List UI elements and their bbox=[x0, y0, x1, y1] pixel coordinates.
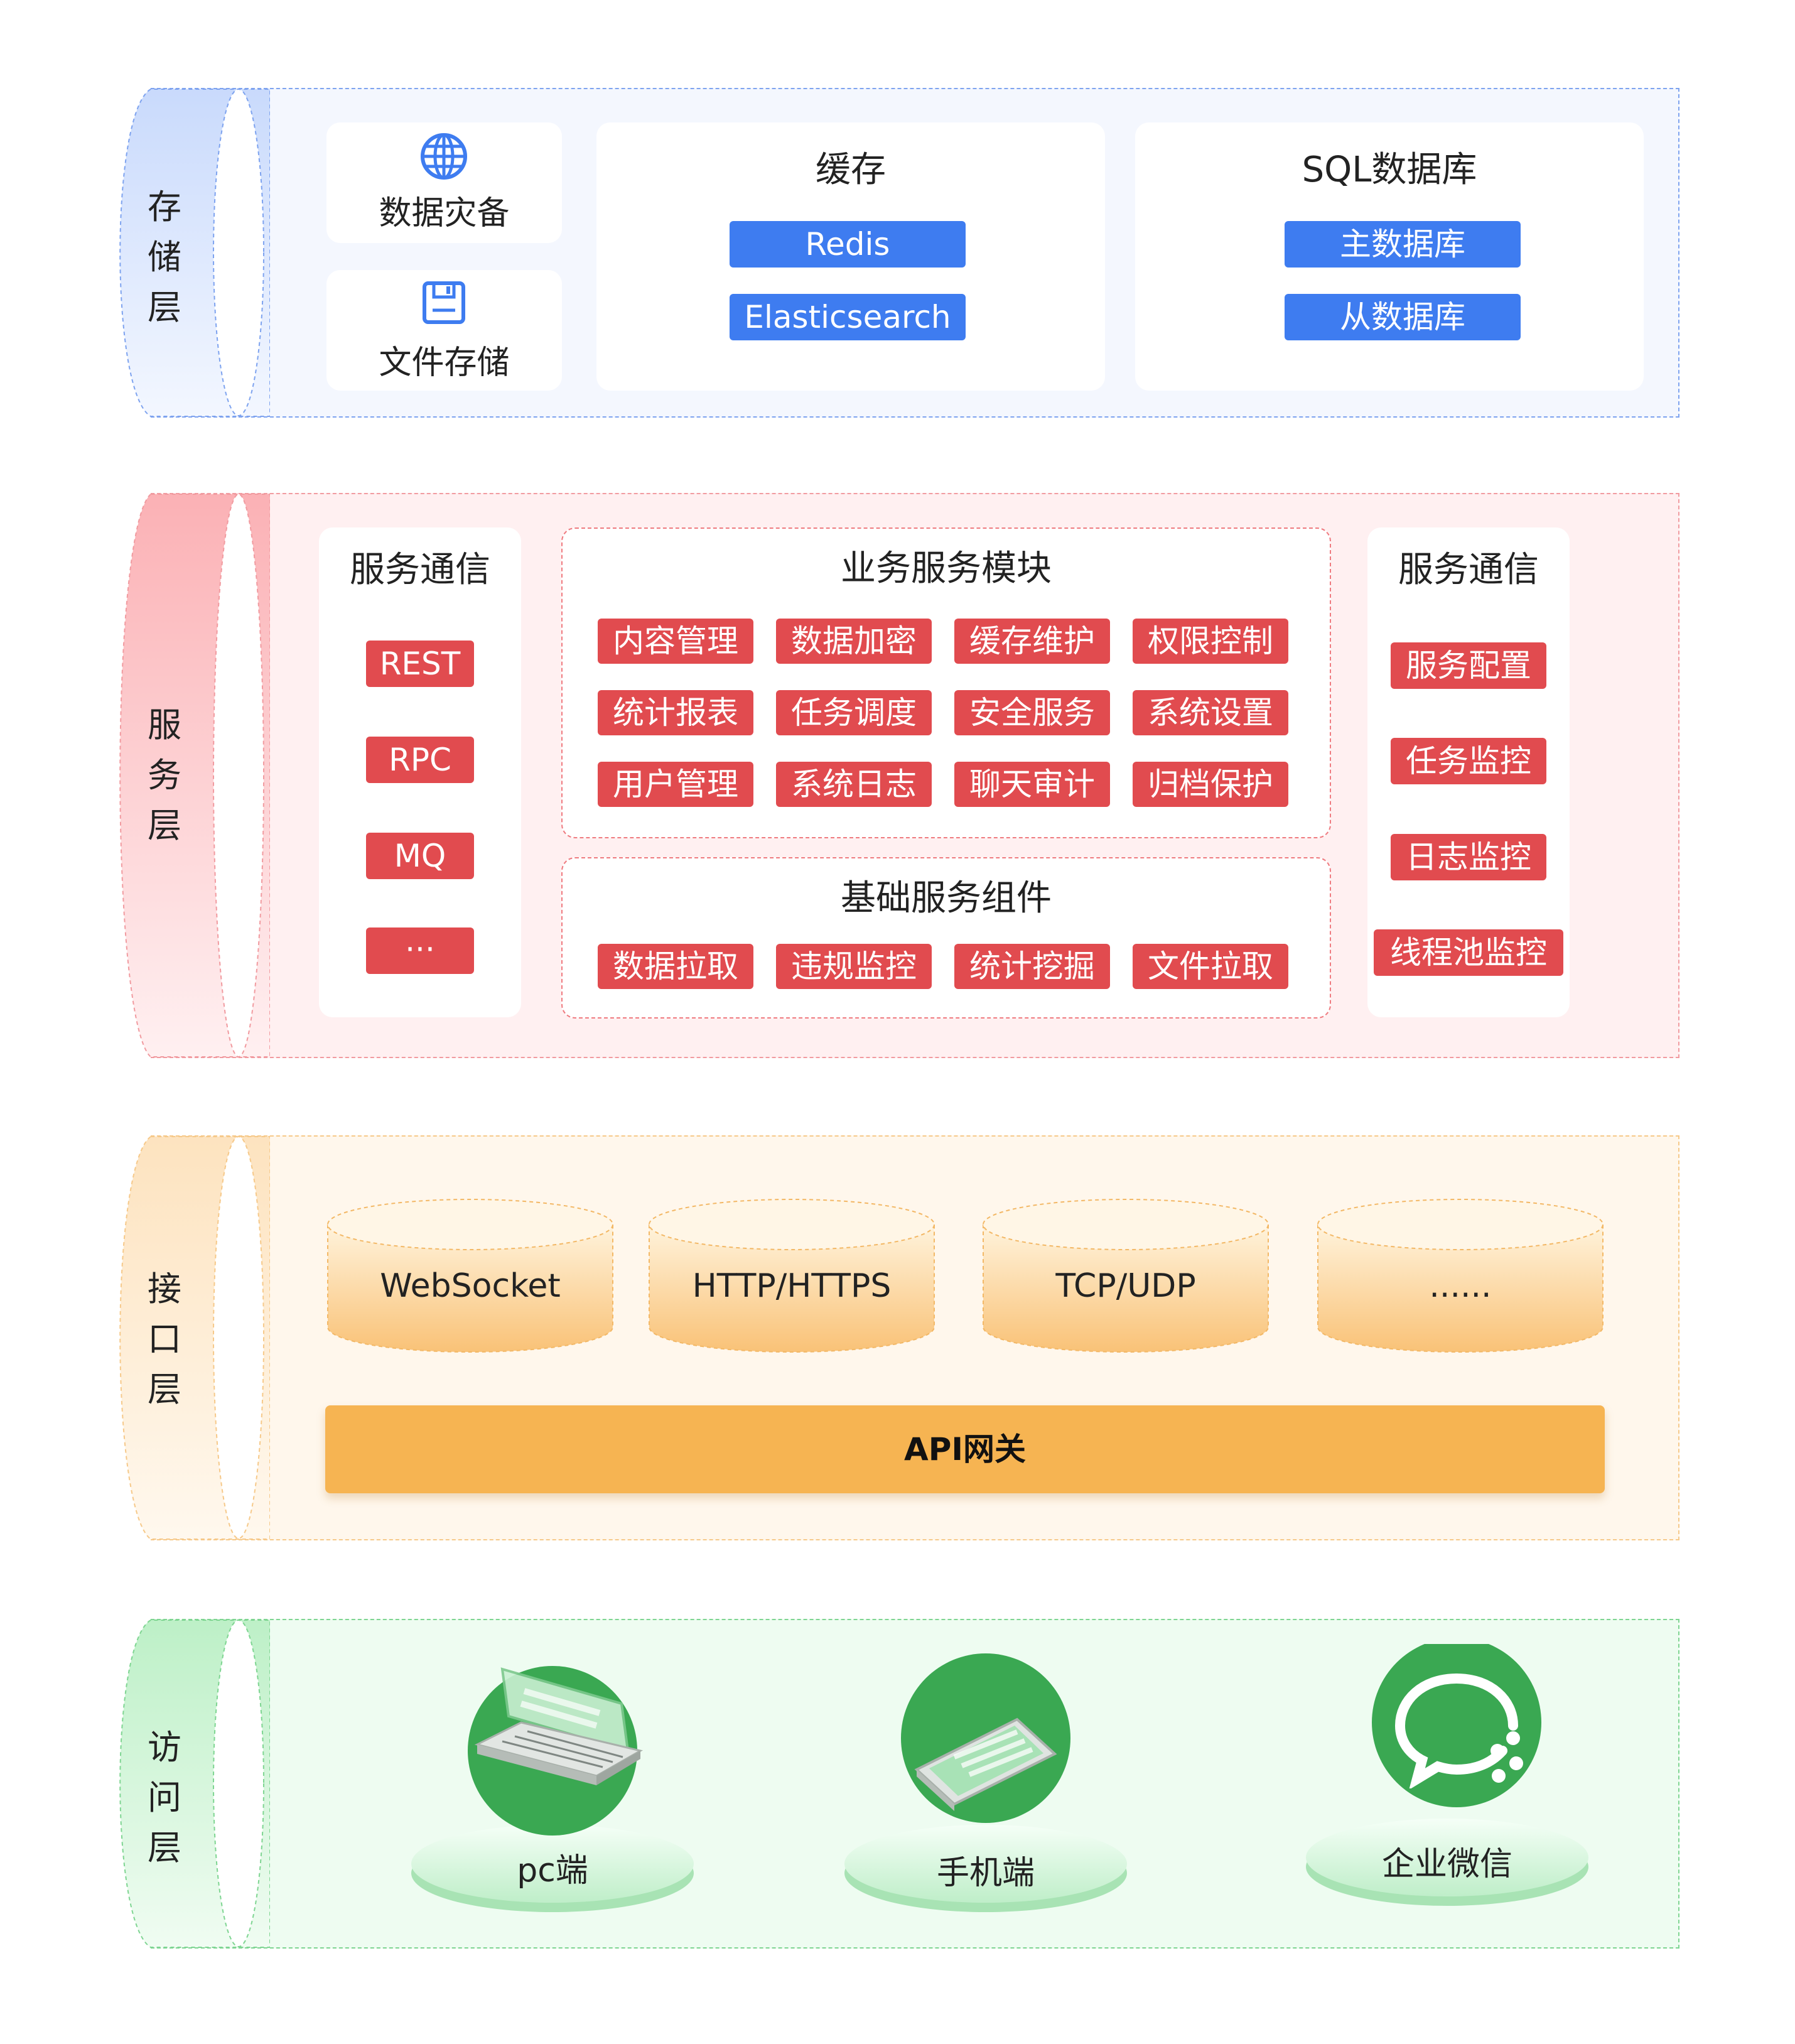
business-module-pill[interactable]: 系统日志 bbox=[776, 762, 932, 807]
elasticsearch-pill[interactable]: Elasticsearch bbox=[730, 294, 966, 340]
storage-layer: 存 储 层 数据灾备 文件存储 缓存 Redis Elasticsearch S… bbox=[113, 88, 1679, 418]
disaster-recovery-card[interactable]: 数据灾备 bbox=[326, 122, 562, 243]
interface-layer-label: 接 口 层 bbox=[148, 1269, 181, 1409]
mq-pill[interactable]: MQ bbox=[366, 833, 474, 879]
cache-title: 缓存 bbox=[816, 149, 886, 190]
business-module-pill[interactable]: 任务调度 bbox=[776, 690, 932, 735]
protocol-label: ...... bbox=[1429, 1267, 1492, 1305]
business-module-card: 业务服务模块 内容管理数据加密缓存维护权限控制统计报表任务调度安全服务系统设置用… bbox=[561, 527, 1331, 838]
service-layer-cylinder bbox=[119, 494, 270, 1057]
mobile-client[interactable]: 手机端 bbox=[841, 1644, 1130, 1914]
pc-client[interactable]: pc端 bbox=[408, 1644, 697, 1914]
wechat-work-client-label: 企业微信 bbox=[1381, 1846, 1512, 1883]
service-layer: 服 务 层 服务通信 REST RPC MQ ··· 业务服务模块 内容管理数据… bbox=[113, 493, 1679, 1058]
client-plate bbox=[1306, 1644, 1588, 1906]
base-component-pill[interactable]: 违规监控 bbox=[776, 944, 932, 989]
api-gateway[interactable]: API网关 bbox=[325, 1405, 1605, 1493]
business-module-pill[interactable]: 统计报表 bbox=[598, 690, 753, 735]
laptop-icon bbox=[474, 1667, 644, 1785]
task-monitor-pill[interactable]: 任务监控 bbox=[1391, 738, 1546, 784]
access-layer-cylinder bbox=[119, 1620, 270, 1948]
business-module-pill[interactable]: 权限控制 bbox=[1133, 619, 1288, 664]
business-module-title: 业务服务模块 bbox=[841, 548, 1052, 589]
business-module-pill[interactable]: 归档保护 bbox=[1133, 762, 1288, 807]
tablet-icon bbox=[914, 1717, 1057, 1811]
base-component-card: 基础服务组件 数据拉取违规监控统计挖掘文件拉取 bbox=[561, 857, 1331, 1019]
protocol-label: TCP/UDP bbox=[1055, 1267, 1196, 1305]
cylinder-shape bbox=[1317, 1199, 1604, 1353]
service-comm-right-card: 服务通信 服务配置 任务监控 日志监控 线程池监控 bbox=[1367, 527, 1570, 1017]
service-comm-left-card: 服务通信 REST RPC MQ ··· bbox=[319, 527, 521, 1017]
business-module-pill[interactable]: 内容管理 bbox=[598, 619, 753, 664]
disaster-recovery-label: 数据灾备 bbox=[379, 195, 510, 232]
access-layer-label: 访 问 层 bbox=[148, 1728, 181, 1868]
sql-database-card: SQL数据库 主数据库 从数据库 bbox=[1135, 122, 1644, 391]
service-layer-label: 服 务 层 bbox=[148, 705, 181, 845]
cylinder-shape bbox=[649, 1199, 935, 1353]
slave-db-pill[interactable]: 从数据库 bbox=[1285, 294, 1521, 340]
mobile-client-label: 手机端 bbox=[936, 1854, 1035, 1892]
base-component-pill[interactable]: 统计挖掘 bbox=[954, 944, 1110, 989]
threadpool-monitor-pill[interactable]: 线程池监控 bbox=[1374, 929, 1563, 976]
log-monitor-pill[interactable]: 日志监控 bbox=[1391, 834, 1546, 880]
protocol-cylinder[interactable]: ...... bbox=[1315, 1198, 1605, 1355]
business-module-pill[interactable]: 聊天审计 bbox=[954, 762, 1110, 807]
storage-layer-cylinder bbox=[119, 89, 270, 417]
cache-card: 缓存 Redis Elasticsearch bbox=[596, 122, 1105, 391]
pc-client-label: pc端 bbox=[517, 1852, 588, 1890]
rest-pill[interactable]: REST bbox=[366, 641, 474, 687]
protocol-label: WebSocket bbox=[380, 1267, 561, 1305]
storage-layer-label: 存 储 层 bbox=[148, 187, 181, 327]
rpc-pill[interactable]: RPC bbox=[366, 737, 474, 783]
globe-icon bbox=[421, 133, 467, 180]
wechat-work-client[interactable]: 企业微信 bbox=[1303, 1644, 1592, 1914]
base-component-title: 基础服务组件 bbox=[841, 878, 1052, 919]
business-module-pill[interactable]: 用户管理 bbox=[598, 762, 753, 807]
cylinder-shape bbox=[327, 1199, 613, 1353]
business-module-pill[interactable]: 系统设置 bbox=[1133, 690, 1288, 735]
base-component-pill[interactable]: 文件拉取 bbox=[1133, 944, 1288, 989]
more-pill[interactable]: ··· bbox=[366, 927, 474, 974]
floppy-disk-icon bbox=[423, 281, 465, 324]
protocol-cylinder[interactable]: HTTP/HTTPS bbox=[647, 1198, 937, 1355]
service-comm-left-title: 服务通信 bbox=[350, 549, 490, 590]
business-module-pill[interactable]: 缓存维护 bbox=[954, 619, 1110, 664]
base-component-pill[interactable]: 数据拉取 bbox=[598, 944, 753, 989]
protocol-label: HTTP/HTTPS bbox=[692, 1267, 892, 1305]
service-comm-right-title: 服务通信 bbox=[1398, 549, 1539, 590]
master-db-pill[interactable]: 主数据库 bbox=[1285, 221, 1521, 268]
service-config-pill[interactable]: 服务配置 bbox=[1391, 642, 1546, 689]
cylinder-shape bbox=[983, 1199, 1269, 1353]
business-module-pill[interactable]: 数据加密 bbox=[776, 619, 932, 664]
protocol-cylinder[interactable]: TCP/UDP bbox=[981, 1198, 1271, 1355]
interface-layer: 接 口 层 WebSocket HTTP/HTTPS TCP/UDP...... A… bbox=[113, 1135, 1679, 1540]
sql-database-title: SQL数据库 bbox=[1302, 149, 1477, 190]
access-layer: 访 问 层 pc端 bbox=[113, 1619, 1679, 1949]
file-storage-label: 文件存储 bbox=[379, 344, 510, 382]
wechat-work-icon bbox=[1394, 1674, 1523, 1788]
file-storage-card[interactable]: 文件存储 bbox=[326, 270, 562, 391]
redis-pill[interactable]: Redis bbox=[730, 221, 966, 268]
protocol-cylinder[interactable]: WebSocket bbox=[325, 1198, 615, 1355]
interface-layer-cylinder bbox=[119, 1136, 270, 1540]
business-module-pill[interactable]: 安全服务 bbox=[954, 690, 1110, 735]
